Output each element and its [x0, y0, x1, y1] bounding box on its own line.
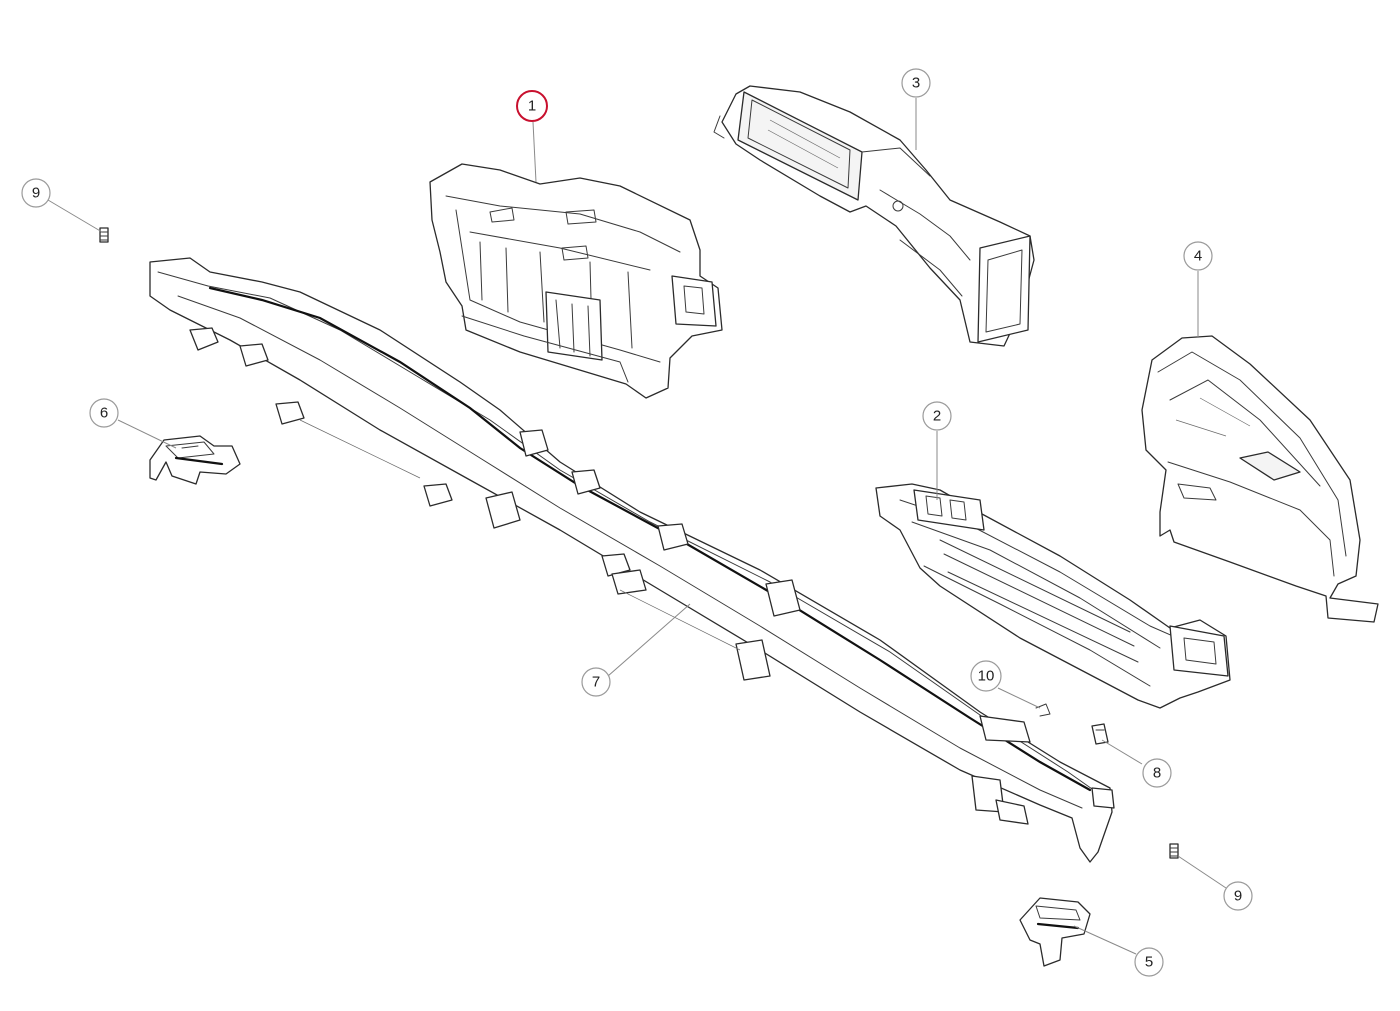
part-5-right-bracket: [1019, 897, 1091, 967]
part-9-screw-right: [1169, 843, 1179, 859]
callout-10: 10: [970, 660, 1002, 692]
callout-2: 2: [922, 401, 952, 431]
part-3-air-duct: [713, 85, 1035, 347]
callout-3: 3: [901, 68, 931, 98]
callout-7: 7: [581, 667, 611, 697]
part-10-pin: [1035, 703, 1051, 717]
callout-5-label: 5: [1145, 954, 1153, 971]
callout-10-label: 10: [978, 668, 995, 685]
part-1-center-module: [429, 163, 723, 399]
callout-7-label: 7: [592, 674, 600, 691]
callout-9-right: 9: [1223, 881, 1253, 911]
leader-lines: [47, 98, 1227, 955]
callout-1: 1: [516, 90, 548, 122]
callout-5: 5: [1134, 947, 1164, 977]
callout-1-label: 1: [528, 98, 536, 115]
callout-3-label: 3: [912, 75, 920, 92]
callout-2-label: 2: [933, 408, 941, 425]
callout-4: 4: [1183, 241, 1213, 271]
callout-8: 8: [1142, 758, 1172, 788]
part-2-lower-vent: [875, 483, 1231, 709]
callout-8-label: 8: [1153, 765, 1161, 782]
callout-6: 6: [89, 398, 119, 428]
part-8-clip: [1091, 723, 1109, 745]
part-6-left-bracket: [149, 435, 241, 485]
callout-6-label: 6: [100, 405, 108, 422]
callout-4-label: 4: [1194, 248, 1202, 265]
callout-9-left-label: 9: [32, 185, 40, 202]
part-9-screw-left: [99, 227, 109, 243]
callout-9-left: 9: [21, 178, 51, 208]
part-7-crossmember: [149, 257, 1115, 863]
part-4-side-duct: [1141, 335, 1379, 623]
callout-9-right-label: 9: [1234, 888, 1242, 905]
